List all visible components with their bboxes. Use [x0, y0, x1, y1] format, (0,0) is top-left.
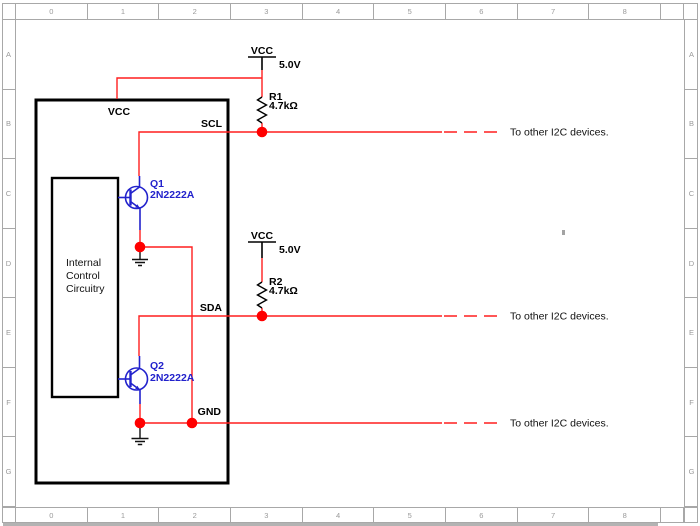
stray-mark [562, 230, 565, 235]
q1-part-label: 2N2222A [150, 189, 195, 201]
sda-wire [138, 315, 442, 356]
ruler-left: A B C D E F G [2, 20, 16, 523]
col-label: 2 [159, 508, 232, 523]
col-label: 0 [16, 508, 88, 523]
scl-bus-note: To other I2C devices. [510, 127, 609, 139]
col-label: 0 [16, 3, 88, 19]
col-label: 8 [589, 3, 662, 19]
row-label: D [685, 229, 698, 299]
internal-circuitry-label-line2: Control [66, 270, 100, 282]
row-label: E [2, 298, 15, 368]
sda-junction-dot [256, 310, 268, 322]
ic-outline-box [34, 98, 230, 485]
q1-emitter-arrow-icon [135, 204, 140, 209]
internal-circuitry-label-line3: Circuitry [66, 283, 105, 295]
vcc1-label: VCC [251, 45, 274, 57]
row-label: A [685, 20, 698, 90]
ic-pin-sda-label: SDA [200, 302, 223, 314]
r2-resistor [256, 281, 268, 309]
scl-junction-dot [256, 126, 268, 138]
ic-pin-scl-label: SCL [201, 118, 223, 130]
col-label: 4 [303, 3, 375, 19]
internal-control-box [50, 176, 120, 399]
r1-name-label: R1 [269, 91, 283, 103]
r2-name-label: R2 [269, 276, 283, 288]
row-label: E [685, 298, 698, 368]
gnd-wire [139, 404, 442, 424]
row-label: B [2, 90, 15, 160]
ic-pin-vcc-label: VCC [108, 106, 131, 118]
q1-emitter [130, 200, 141, 230]
q2-part-label: 2N2222A [150, 372, 195, 384]
ruler-spacer [661, 508, 684, 523]
col-label: 6 [446, 3, 518, 19]
gnd-bus-note: To other I2C devices. [510, 418, 609, 430]
q1-transistor [118, 176, 149, 230]
scl-wire [138, 131, 442, 176]
col-label: 8 [589, 508, 662, 523]
col-label: 1 [88, 3, 160, 19]
q2-emitter [130, 382, 141, 404]
col-label: 3 [231, 3, 303, 19]
q1-collector [130, 176, 141, 195]
ruler-right: A B C D E F G [684, 20, 698, 523]
row-label: C [685, 159, 698, 229]
sheet-border [2, 3, 698, 523]
row-label: G [685, 437, 698, 508]
gnd-junction-dot-2 [186, 417, 198, 429]
vcc-branch-wire [116, 77, 262, 99]
col-label: 7 [518, 508, 590, 523]
q2-name-label: Q2 [150, 360, 164, 372]
col-label: 7 [518, 3, 590, 19]
internal-circuitry-label-line1: Internal [66, 257, 101, 269]
row-label: F [2, 368, 15, 438]
row-label: F [685, 368, 698, 438]
q1-emitter-to-gnd-wire [139, 230, 193, 423]
vcc2-label: VCC [251, 230, 274, 242]
r1-resistor [256, 96, 268, 124]
col-label: 4 [303, 508, 375, 523]
ruler-spacer [661, 3, 684, 19]
page-shadow [3, 523, 658, 526]
q1-name-label: Q1 [150, 178, 164, 190]
r1-value-label: 4.7kΩ [269, 100, 298, 112]
vcc1-power-symbol [248, 56, 276, 70]
row-label: A [2, 20, 15, 90]
q2-emitter-arrow-icon [135, 385, 140, 390]
col-label: 2 [159, 3, 232, 19]
sda-bus-note: To other I2C devices. [510, 311, 609, 323]
junction-dots [134, 126, 268, 429]
col-label: 3 [231, 508, 303, 523]
row-label: D [2, 229, 15, 299]
col-label: 5 [374, 3, 447, 19]
q2-collector [130, 356, 141, 376]
vcc2-voltage-label: 5.0V [279, 244, 301, 256]
ruler-top: 0 1 2 3 4 5 6 7 8 [2, 3, 698, 20]
row-label: C [2, 159, 15, 229]
col-label: 5 [374, 508, 447, 523]
ruler-corner [2, 3, 16, 19]
wires [116, 70, 500, 424]
col-label: 1 [88, 508, 160, 523]
q2-transistor [118, 356, 149, 404]
r2-value-label: 4.7kΩ [269, 285, 298, 297]
col-label: 6 [446, 508, 518, 523]
vcc1-voltage-label: 5.0V [279, 59, 301, 71]
ic-pin-gnd-label: GND [198, 406, 222, 418]
q1-emitter-junction-dot [134, 241, 146, 253]
vcc2-power-symbol [248, 241, 276, 258]
row-label: G [2, 437, 15, 508]
ground-symbol-q2 [131, 428, 149, 446]
ground-symbol-q1 [132, 252, 148, 267]
ruler-bottom: 0 1 2 3 4 5 6 7 8 [2, 507, 698, 523]
row-label: B [685, 90, 698, 160]
gnd-junction-dot-1 [134, 417, 146, 429]
